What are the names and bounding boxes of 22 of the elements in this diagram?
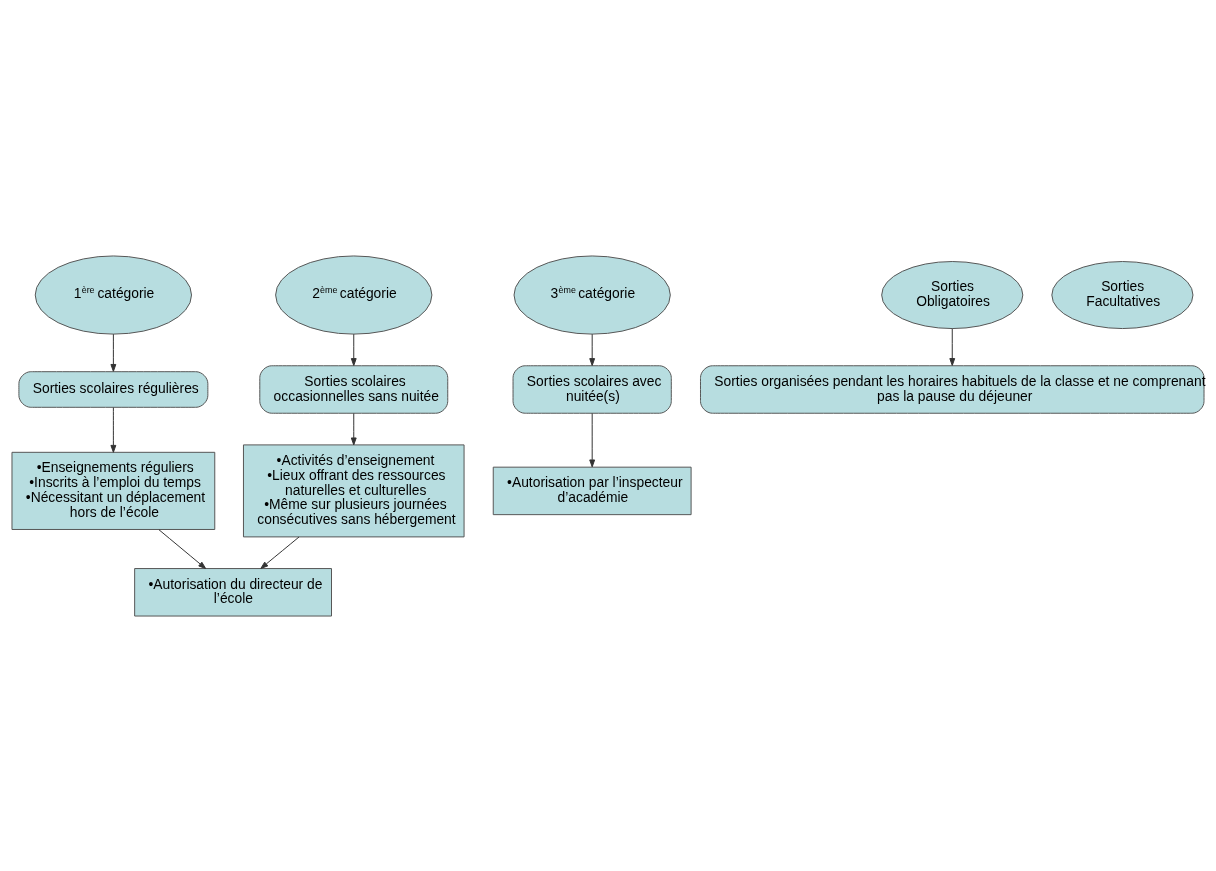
node-box: •Activités d’enseignement •Lieux offrant des ressources naturelles et culturelles •Même sur plusieurs journées consécutives sans hébergement xyxy=(242,443,465,537)
node-box: •Enseignements réguliers •Inscrits à l’emploi du temps •Nécessitant un déplacement hors de l’école xyxy=(11,451,216,530)
arrow xyxy=(158,528,207,569)
node-ellipse: 1$^{ère}$ catégorie xyxy=(34,254,193,335)
arrow xyxy=(589,412,596,467)
node-box: Sorties organisées pendant les horaires habituels de la classe et ne comprenant pas la pause du déjeuner xyxy=(700,364,1205,414)
arrow xyxy=(260,535,300,569)
node-ellipse: Sorties Obligatoires xyxy=(881,260,1024,329)
node-box: •Autorisation par l’inspecteur d’académie xyxy=(492,466,692,515)
node-ellipse: 3$^{ème}$ catégorie xyxy=(513,254,671,335)
node-box: •Autorisation du directeur de l’école xyxy=(134,567,332,617)
node-box: Sorties scolaires avec nuitée(s) xyxy=(512,364,672,414)
arrow xyxy=(949,327,956,366)
arrow xyxy=(350,333,357,366)
arrow xyxy=(350,412,357,445)
arrow xyxy=(110,406,117,453)
node-box: Sorties scolaires régulières xyxy=(18,370,209,408)
arrow xyxy=(110,333,117,372)
node-ellipse: 2$^{ème}$ catégorie xyxy=(275,254,433,335)
arrow xyxy=(589,333,596,366)
node-ellipse: Sorties Facultatives xyxy=(1051,260,1194,329)
node-box: Sorties scolaires occasionnelles sans nuitée xyxy=(259,364,449,414)
